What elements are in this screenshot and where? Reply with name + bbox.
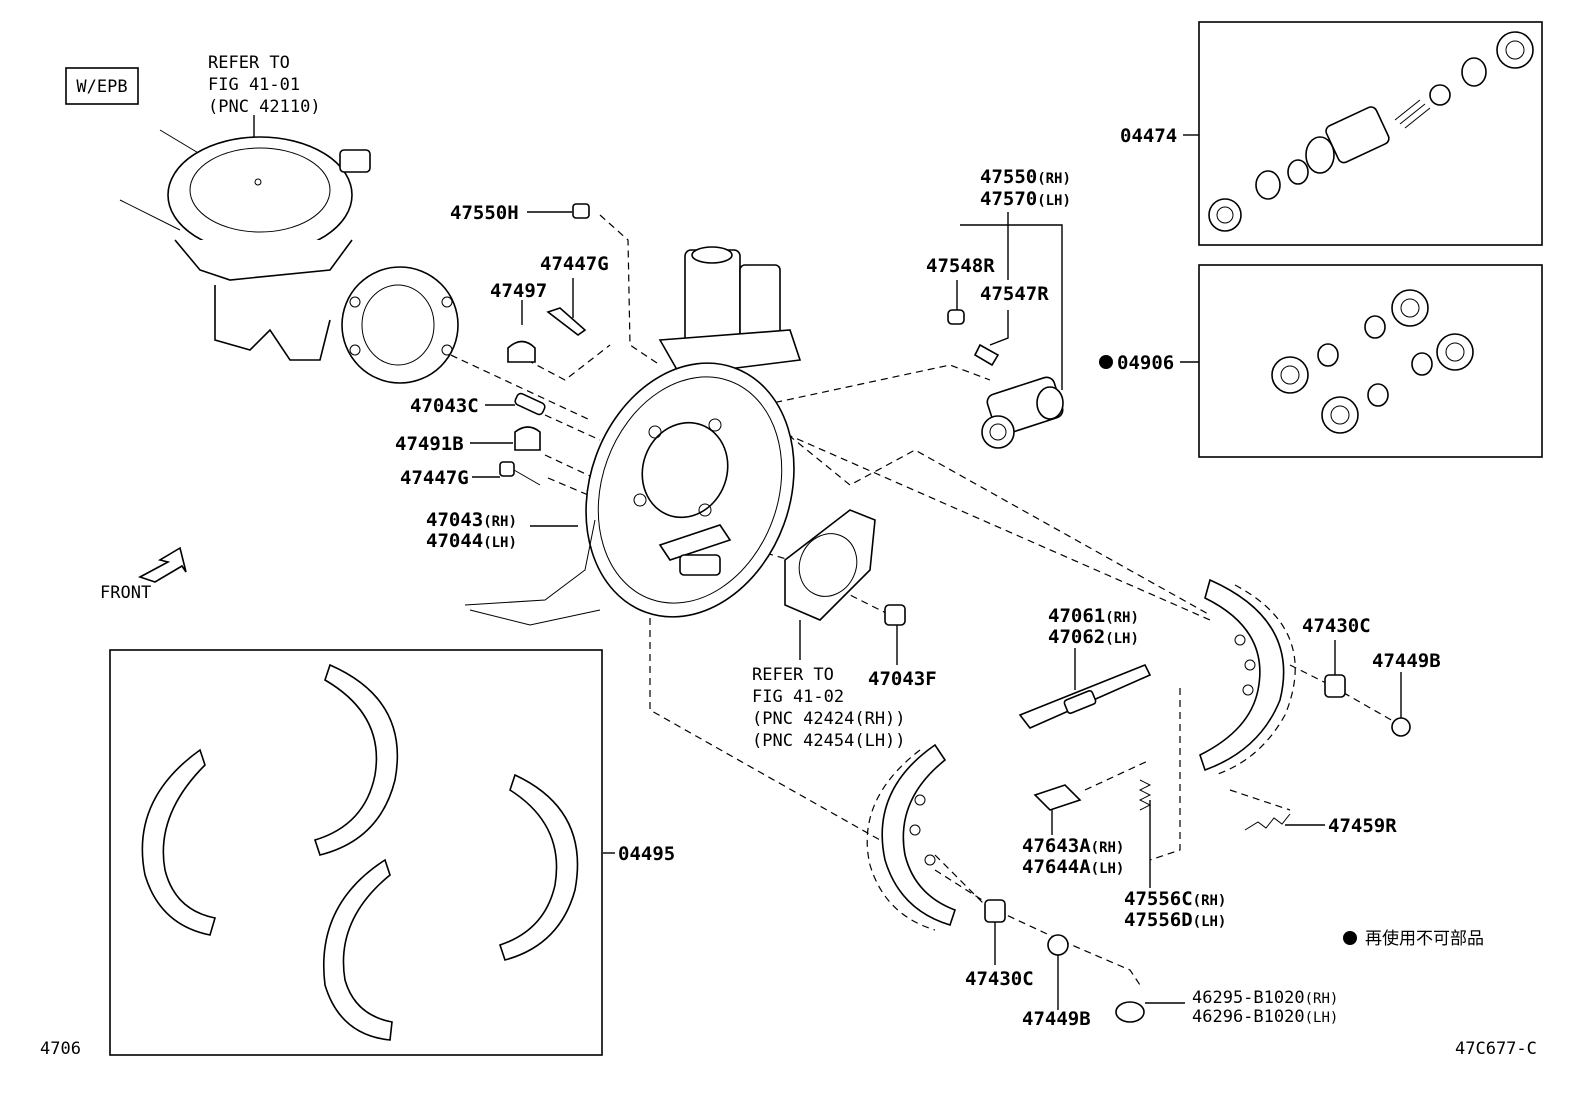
part-47430C-lower: 47430C [965, 968, 1034, 990]
motor-unit [658, 246, 802, 376]
non-reusable-bullet-icon [1099, 355, 1113, 369]
epb-actuator [119, 129, 459, 384]
kit-04495-box [109, 649, 603, 1056]
brake-shoe-right [1199, 578, 1296, 776]
svg-text:REFER TO: REFER TO [208, 53, 290, 73]
part-47447G-top: 47447G [540, 253, 609, 275]
part-47043F: 47043F [868, 668, 937, 690]
part-47043C: 47043C [410, 395, 479, 417]
brake-shoe-lower [866, 743, 957, 931]
part-04495: 04495 [618, 843, 675, 865]
part-47449B-upper: 47449B [1372, 650, 1441, 672]
refer-note-top: REFER TO FIG 41-01 (PNC 42110) [208, 53, 321, 117]
dashed-guide-lines [439, 214, 1401, 986]
wheel-cylinder [947, 309, 1064, 449]
part-47459R: 47459R [1328, 815, 1397, 837]
front-arrow-icon [137, 546, 187, 583]
part-47550-rh: 47550(RH) [980, 166, 1071, 188]
epb-tag: W/EPB [76, 77, 127, 97]
part-47497: 47497 [490, 280, 547, 302]
part-47644A-lh: 47644A(LH) [1022, 856, 1124, 878]
part-47643A-rh: 47643A(RH) [1022, 835, 1124, 857]
non-reusable-legend: 再使用不可部品 [1365, 928, 1484, 949]
svg-text:(PNC 42424(RH)): (PNC 42424(RH)) [752, 709, 906, 729]
adjuster-and-springs [884, 604, 1411, 1023]
part-47449B-lower: 47449B [1022, 1008, 1091, 1030]
leader-lines [253, 115, 1402, 1010]
part-46295-rh: 46295-B1020(RH) [1192, 988, 1338, 1008]
svg-text:(PNC 42110): (PNC 42110) [208, 97, 321, 117]
kit-04906-parts [1271, 289, 1474, 434]
kit-04474-box [1198, 21, 1543, 246]
part-47570-lh: 47570(LH) [980, 188, 1071, 210]
backing-plate [464, 362, 795, 626]
legend-bullet-icon [1343, 931, 1357, 945]
part-47430C-upper: 47430C [1302, 615, 1371, 637]
epb-tag-box [65, 67, 139, 105]
svg-text:FIG 41-01: FIG 41-01 [208, 75, 300, 95]
diagram-code-right: 47C677-C [1455, 1039, 1537, 1059]
part-47043-rh: 47043(RH) [426, 509, 517, 531]
diagram-code-left: 4706 [40, 1039, 81, 1059]
kit-04906-box [1198, 264, 1543, 458]
part-47556D-lh: 47556D(LH) [1124, 909, 1226, 931]
refer-note-mid: REFER TO FIG 41-02 (PNC 42424(RH)) (PNC … [752, 665, 906, 751]
part-47550H: 47550H [450, 202, 519, 224]
front-label: FRONT [100, 583, 151, 603]
part-47547R: 47547R [980, 283, 1049, 305]
part-04906: 04906 [1117, 352, 1174, 374]
kit-04495-shoes [141, 663, 579, 1041]
part-46296-lh: 46296-B1020(LH) [1192, 1007, 1338, 1027]
part-04474: 04474 [1120, 125, 1177, 147]
svg-text:FIG 41-02: FIG 41-02 [752, 687, 844, 707]
gasket-plate [784, 509, 876, 621]
part-47556C-rh: 47556C(RH) [1124, 888, 1226, 910]
part-47061-rh: 47061(RH) [1048, 605, 1139, 627]
part-47447G-bottom: 47447G [400, 467, 469, 489]
svg-text:REFER TO: REFER TO [752, 665, 834, 685]
small-hardware [499, 203, 590, 486]
part-47062-lh: 47062(LH) [1048, 626, 1139, 648]
part-47491B: 47491B [395, 433, 464, 455]
svg-text:(PNC 42454(LH)): (PNC 42454(LH)) [752, 731, 906, 751]
part-47548R: 47548R [926, 255, 995, 277]
kit-04474-parts [1208, 31, 1534, 232]
part-47044-lh: 47044(LH) [426, 530, 517, 552]
